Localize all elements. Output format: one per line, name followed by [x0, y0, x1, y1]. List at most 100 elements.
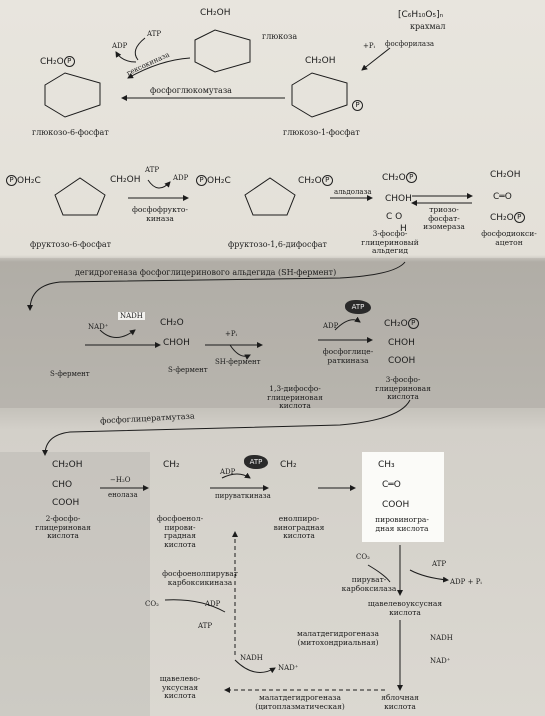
phosphate-circle: P: [352, 100, 363, 111]
enolase-water: −H₂O: [110, 476, 131, 484]
g1p-ch2oh: CH₂OH: [305, 56, 336, 66]
acyl-c2: CHOH: [163, 338, 190, 348]
pi-label: +Pᵢ: [225, 330, 237, 338]
phosphate-circle: P: [196, 175, 207, 186]
left-shadow: [0, 452, 150, 716]
mdh-mito-label: малатдегидрогеназа (митохондриальная): [296, 629, 379, 647]
enolase-label: енолаза: [108, 491, 138, 499]
g1p-phosphate: P: [352, 100, 363, 111]
gap-c2: CHOH: [385, 194, 412, 204]
phosphate-circle: P: [513, 212, 525, 223]
gap-label: 3-фосфо- глицериновый альдегид: [361, 229, 419, 255]
g6p-ring: [44, 72, 101, 118]
pyruvate-highlight: [362, 452, 444, 542]
oaa-cyto-label: щавелево- уксусная кислота: [159, 674, 201, 700]
pg2-c3: COOH: [52, 498, 80, 508]
f6p-right: CH₂OH: [110, 175, 141, 185]
sh-enzyme-label: SH-фермент: [215, 358, 261, 366]
gray-band: [0, 258, 545, 408]
phosphorylase-pi: +Pᵢ: [363, 42, 375, 50]
f6p-ring: [54, 177, 106, 216]
f16p-ring: [244, 177, 296, 216]
tpi-label: триозо- фосфат- изомераза: [423, 205, 465, 231]
pepck-co2: CO₂: [145, 600, 159, 608]
phosphate-circle: P: [63, 56, 75, 67]
pgk-adp: ADP: [323, 322, 339, 330]
gap-c1: C O: [386, 212, 403, 222]
mdh-mito-nad: NAD⁺: [430, 657, 451, 665]
pepck-label: фосфоенолпируват карбоксикиназа: [162, 569, 238, 587]
glucose-label: глюкоза: [262, 32, 298, 41]
pepck-atp: ATP: [198, 622, 213, 630]
acyl-c3: CH₂O: [160, 318, 184, 328]
pep-label: фосфоенол- пирови- градная кислота: [156, 514, 204, 549]
nad-label: NAD⁺: [88, 323, 109, 331]
phosphate-circle: P: [321, 175, 333, 186]
pfk-label: фосфофрукто- киназа: [132, 205, 188, 223]
pk-atp-blob: ATP: [244, 455, 268, 469]
starch-formula: [C₆H₁₀O₅]ₙ: [398, 10, 444, 20]
pg3-label: 3-фосфо- глицериновая кислота: [375, 375, 431, 401]
gap-h: H: [400, 224, 407, 234]
starch-label: крахмал: [410, 22, 446, 31]
pgk-label: фосфоглице- раткиназа: [322, 347, 374, 365]
g1p-ring: [291, 72, 348, 118]
pc-co2: CO₂: [356, 553, 370, 561]
dehydrogenase-label: дегидрогеназа фосфоглицеринового альдеги…: [75, 268, 337, 277]
enolpyr-label: енолпиро- виноградная кислота: [273, 514, 325, 540]
mdh-cyto-nad: NAD⁺: [278, 664, 299, 672]
pgk-atp-blob: ATP: [345, 300, 371, 314]
pc-atp: ATP: [432, 560, 447, 568]
phosphoglucomutase-label: фосфоглюкомутаза: [150, 86, 232, 95]
g6p-label: глюкозо-6-фосфат: [32, 128, 109, 137]
pyruvate-label: пировиногра- дная кислота: [375, 515, 429, 533]
dhap-c2: C═O: [493, 192, 512, 202]
pyruvate-c2: C═O: [382, 480, 401, 490]
malate-label: яблочная кислота: [381, 693, 419, 711]
pepck-adp: ADP: [205, 600, 221, 608]
enolpyr-ch2: CH₂: [280, 460, 297, 470]
f16p-label: фруктозо-1,6-дифосфат: [228, 240, 327, 249]
pyruvate-c1: COOH: [382, 500, 410, 510]
pg3-c2: CHOH: [388, 338, 415, 348]
phosphate-circle: P: [405, 172, 417, 183]
dhap-c3: CH₂OH: [490, 170, 521, 180]
bpg-label: 1,3-дифосфо- глицериновая кислота: [267, 384, 323, 410]
pk-adp: ADP: [220, 468, 236, 476]
pc-label: пируват- карбоксилаза: [341, 575, 397, 593]
acyl-enzyme-label: S-фермент: [168, 366, 208, 374]
dhap-label: фосфодиокси- ацетон: [481, 229, 537, 247]
pk-label: пируваткиназа: [215, 492, 271, 500]
mdh-cyto-nadh: NADH: [240, 654, 263, 662]
pg2-label: 2-фосфо- глицериновая кислота: [35, 514, 91, 540]
hexokinase-atp: ATP: [147, 30, 162, 38]
nadh-label: NADH: [118, 312, 145, 320]
g1p-label: глюкозо-1-фосфат: [283, 128, 360, 137]
pep-ch2: CH₂: [163, 460, 180, 470]
hexokinase-adp: ADP: [112, 42, 128, 50]
pc-adp: ADP + Pᵢ: [450, 578, 482, 586]
pg2-c1: CH₂OH: [52, 460, 83, 470]
mdh-cyto-label: малатдегидрогеназа (цитоплазматическая): [255, 693, 345, 711]
pg3-c1: COOH: [388, 356, 416, 366]
phosphorylase-label: фосфорилаза: [385, 40, 435, 48]
glucose-ring: [194, 29, 251, 73]
pfk-adp: ADP: [173, 174, 189, 182]
mdh-mito-nadh: NADH: [430, 634, 453, 642]
phosphate-circle: P: [6, 175, 17, 186]
aldolase-label: альдолаза: [334, 188, 372, 196]
f6p-label: фруктозо-6-фосфат: [30, 240, 112, 249]
oaa-mito-label: щавелевоуксусная кислота: [367, 599, 443, 617]
pfk-atp: ATP: [145, 166, 160, 174]
pyruvate-c3: CH₃: [378, 460, 395, 470]
glucose-ch2oh: CH₂OH: [200, 8, 231, 18]
